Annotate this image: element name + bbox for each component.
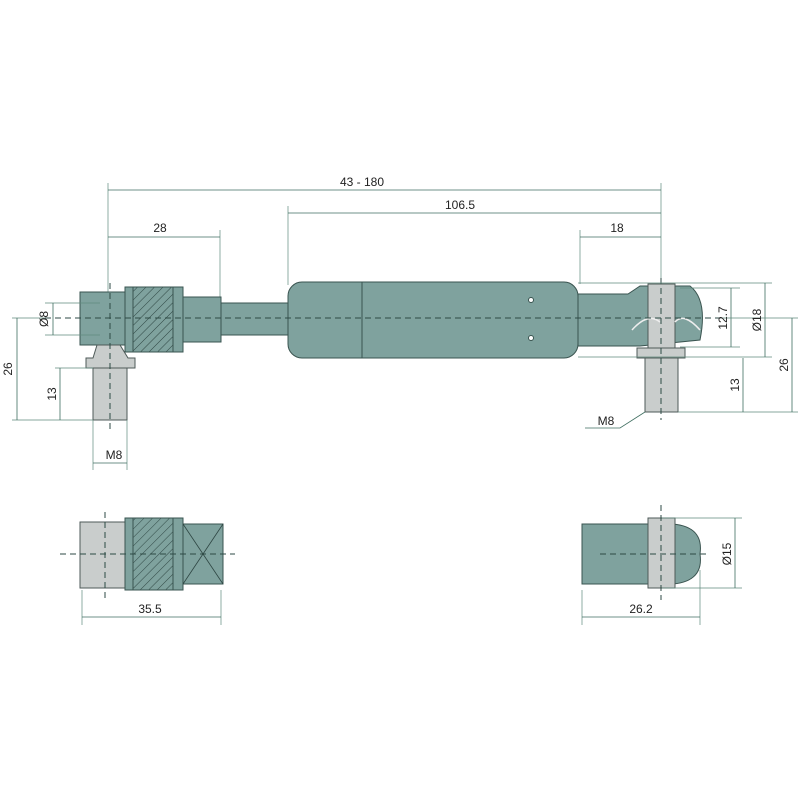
- right-socket-band: [647, 283, 676, 349]
- label-left-eye-offset: 28: [153, 221, 167, 235]
- label-left-stud-length: 13: [45, 387, 59, 401]
- vent-hole: [528, 297, 534, 303]
- label-right-view-diameter: Ø15: [720, 542, 734, 565]
- label-left-height: 26: [1, 362, 15, 376]
- label-left-thread: M8: [106, 448, 123, 462]
- gas-spring-side-view: [79, 281, 703, 421]
- extension-lines: [107, 183, 662, 300]
- rod-end-neck: [182, 296, 222, 343]
- label-right-height: 26: [777, 358, 791, 372]
- right-dimensions: [578, 282, 798, 429]
- right-end-top-view: [581, 505, 742, 625]
- right-socket-body: [577, 285, 703, 347]
- label-stroke-range: 43 - 180: [340, 175, 384, 189]
- label-right-view-length: 26.2: [629, 602, 653, 616]
- knurl-hatching: [132, 286, 174, 353]
- label-body-length: 106.5: [445, 198, 475, 212]
- label-body-diameter: Ø18: [750, 308, 764, 331]
- retaining-clip: [631, 317, 701, 331]
- label-right-eye-offset: 18: [610, 221, 624, 235]
- label-left-view-length: 35.5: [138, 602, 162, 616]
- label-rod-diameter: Ø8: [37, 311, 51, 327]
- piston-rod: [220, 302, 292, 336]
- label-right-socket-height: 12.7: [716, 306, 730, 330]
- cylinder-body: [287, 281, 579, 359]
- label-right-thread: M8: [598, 414, 615, 428]
- label-right-stud-length: 13: [728, 378, 742, 392]
- left-end-top-view: [60, 512, 235, 625]
- vent-hole: [528, 335, 534, 341]
- left-dimensions: [12, 302, 128, 470]
